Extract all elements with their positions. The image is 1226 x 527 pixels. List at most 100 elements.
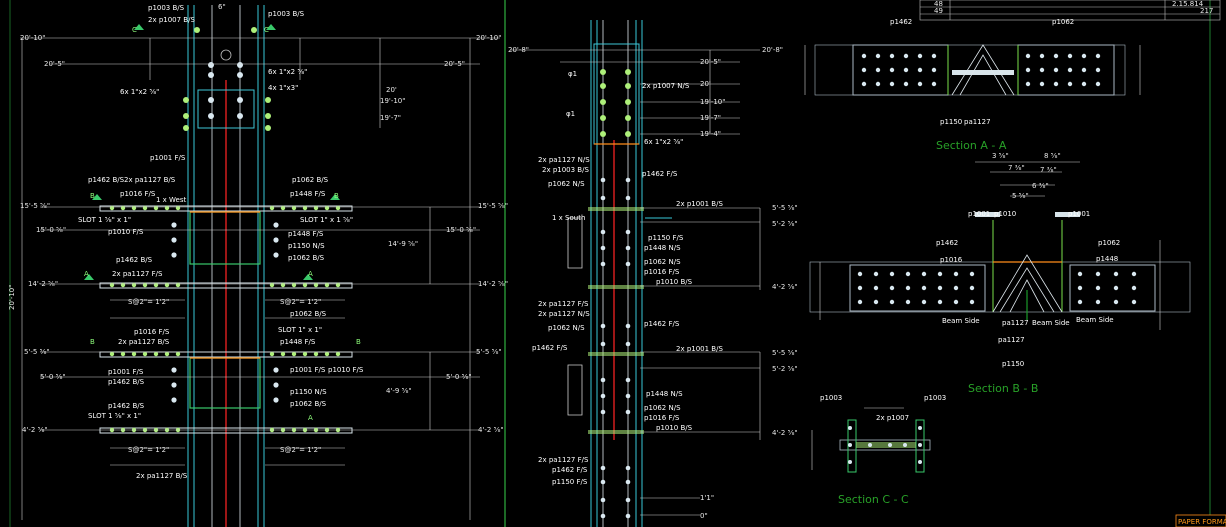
bolt-hole [302,351,308,357]
label-r-12: p1010 F/S [328,366,364,374]
bolt-hole [625,261,631,267]
bolt-hole [857,271,863,277]
bolt-hole [600,195,606,201]
mid-label-6: 2x p1001 B/S [676,200,723,208]
secB-label-2: p1001 [1068,210,1090,218]
bolt-hole [1039,53,1045,59]
bolt-hole [905,285,911,291]
bolt-hole [969,285,975,291]
mid-label-9: p1448 N/S [644,244,681,252]
secB-label-7: Beam Side [942,317,980,325]
bolt-hole [937,271,943,277]
mid-elev-r10: 5'-5 ⅝" [772,349,798,357]
bolt-hole [625,479,631,485]
bolt-hole [1067,67,1073,73]
bolt-hole [171,397,177,403]
label-r-5: p1448 F/S [288,230,324,238]
secA-label-2: p1150 [940,118,962,126]
secB-label-12: p1150 [1002,360,1024,368]
bolt-hole [889,53,895,59]
section-c-view: p1003 p1003 2x p1007 Section C - C [811,394,946,506]
bolt-hole [335,282,341,288]
bolt-hole [1025,81,1031,87]
mid-elev-r8: 5'-2 ⅝" [772,220,798,228]
section-mark-b-right: B [334,192,339,200]
section-b-view: 3 ⅝" 8 ⅝" 7 ⅜" 7 ⅜" 6 ⅜" 5 ⅝" p1001 p101… [809,152,1191,395]
bolt-hole [600,229,606,235]
mid-label-4: p1062 N/S [548,180,585,188]
bolt-hole [917,67,923,73]
bolt-hole [1067,53,1073,59]
bolt-hole [873,285,879,291]
label-l-1: p1001 F/S [150,154,186,162]
bolt-hole [1025,67,1031,73]
bolt-spacing-3: S@2"= 1'2" [128,446,169,454]
bolt-hole [625,99,631,105]
label-l-3: 2x pa1127 B/S [124,176,176,184]
mid-label-14: 2x pa1127 N/S [538,310,590,318]
bolt-hole [600,409,606,415]
bolt-hole [302,282,308,288]
bolt-hole [291,282,297,288]
label-r-10: p1448 F/S [280,338,316,346]
bolt-hole [921,271,927,277]
bolt-hole [905,271,911,277]
mid-label-10: p1062 N/S [644,258,681,266]
mid-elev-r1: 20'-8" [762,46,783,54]
bolt-hole [324,282,330,288]
bolt-hole [625,229,631,235]
section-mark-a-left: A [84,270,89,278]
bolt-hole [1095,67,1101,73]
bolt-hole [625,465,631,471]
left-elevation-view: p1003 B/S 2x p1007 B/S p1003 B/S 6" C C … [8,3,508,527]
mid-elev-left: 20'-8" [508,46,529,54]
bolt-hole [625,245,631,251]
bolt-hole [273,397,279,403]
label-l-10: p1016 F/S [134,328,170,336]
label-l-4: p1016 F/S [120,190,156,198]
elev-left-7: 5'-0 ⅝" [40,373,66,381]
bolt-hole [153,205,159,211]
bolt-hole [600,69,606,75]
bolt-hole [1053,81,1059,87]
bolt-hole [291,205,297,211]
elev-left-3: 15'-5 ⅝" [20,202,50,210]
bolt-hole [1113,299,1119,305]
bolt-hole [1095,285,1101,291]
bolt-hole [313,351,319,357]
elev-right-12: 4'-9 ⅝" [386,387,412,395]
secB-label-9: Beam Side [1032,319,1070,327]
bolt-hole [1095,53,1101,59]
bolt-hole [889,67,895,73]
label-r-3: p1448 F/S [290,190,326,198]
mid-elev-r4: 19'-10" [700,98,725,106]
bolt-hole [600,393,606,399]
bolt-hole [142,282,148,288]
bolt-hole [273,237,279,243]
bolt-hole [273,367,279,373]
mid-label-0: 2x p1007 N/S [642,82,690,90]
mid-label-23: 2x pa1127 F/S [538,456,589,464]
label-l-6: SLOT 1 ⅝" x 1" [78,216,131,224]
section-a-view: p1462 p1062 p1150 pa1127 Section A - A [804,18,1141,152]
label-l-15: SLOT 1 ⅝" x 1" [88,412,141,420]
elev-right-11: 5'-0 ⅝" [446,373,472,381]
bolt-hole [280,282,286,288]
section-mark-b-left-2: B [90,338,95,346]
bolt-hole [889,81,895,87]
mid-elev-r11: 5'-2 ⅝" [772,365,798,373]
table-row-2: 217 [1200,7,1213,15]
mid-label-2: 2x pa1127 N/S [538,156,590,164]
bolt-hole [269,282,275,288]
bolt-hole [1131,271,1137,277]
elev-left-8: 4'-2 ⅝" [22,426,48,434]
bolt-hole [109,282,115,288]
label-l-0: 6x 1"x2 ⅝" [120,88,159,96]
bolt-hole [625,69,631,75]
bolt-hole [875,53,881,59]
bolt-hole [164,205,170,211]
bolt-hole [625,497,631,503]
bolt-hole [302,205,308,211]
bolt-hole [164,282,170,288]
bolt-hole [1081,53,1087,59]
